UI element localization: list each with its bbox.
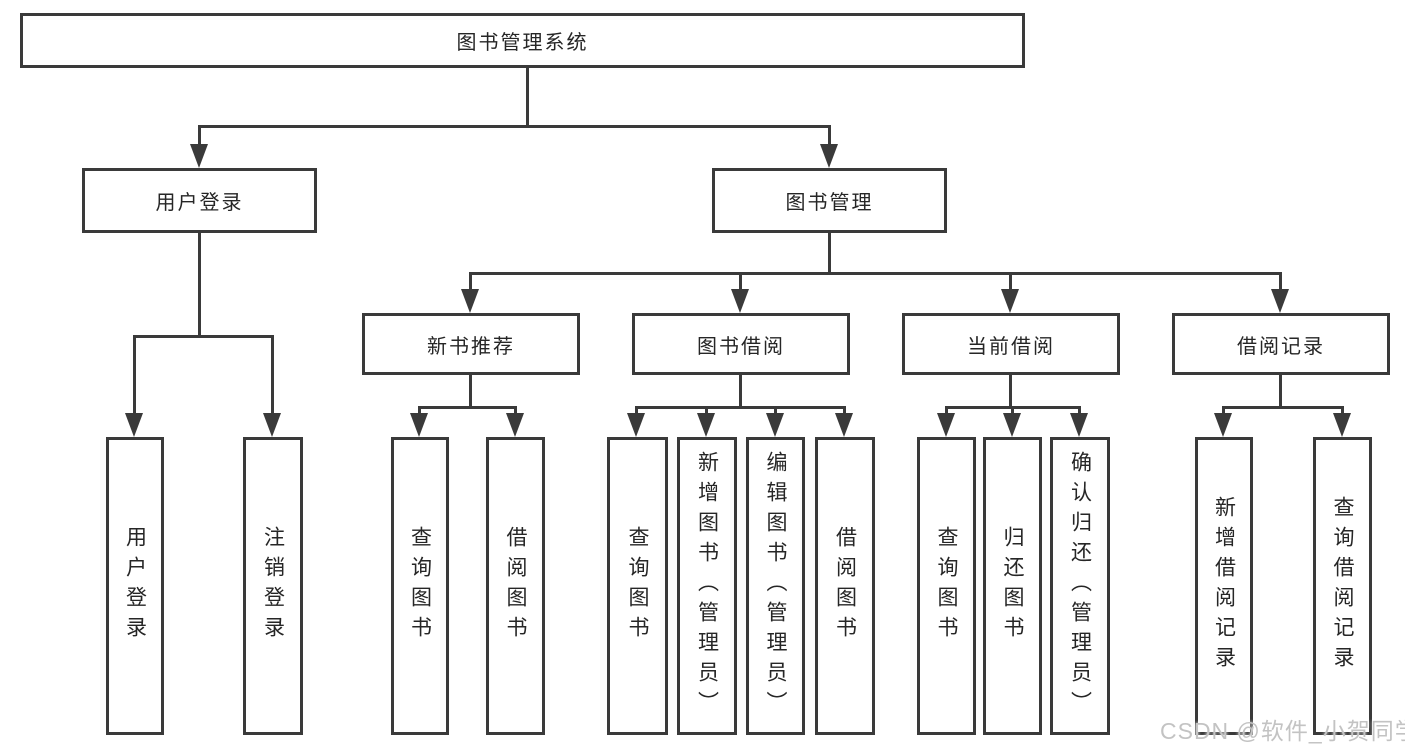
node-book-borrowing: 图书借阅 — [632, 313, 850, 375]
connector-records-rail — [1222, 406, 1343, 409]
leaf-currentborrow-confirm-return-admin: 确认归还（管理员） — [1050, 437, 1110, 735]
node-user-login-label: 用户登录 — [155, 192, 244, 214]
leaf-currentborrow-query-books: 查询图书 — [917, 437, 976, 735]
connector-user-login-stem — [198, 231, 201, 338]
node-borrowing-records-label: 借阅记录 — [1237, 335, 1325, 358]
connector-root-stem — [526, 66, 529, 128]
leaf-newbooks-query-books: 查询图书 — [391, 437, 449, 735]
arrow-to-book-borrowing — [731, 272, 749, 313]
arrow-to-newbooks-query — [410, 406, 428, 437]
leaf-bookborrow-borrow-books: 借阅图书 — [815, 437, 875, 735]
node-current-borrowing: 当前借阅 — [902, 313, 1120, 375]
arrow-root-to-user-login — [190, 125, 208, 168]
leaf-currentborrow-confirm-return-admin-label: 确认归还（管理员） — [1068, 451, 1092, 721]
connector-newbooks-stem — [469, 373, 472, 409]
arrow-to-bookborrow-borrow — [835, 406, 853, 437]
leaf-records-add-record-label: 新增借阅记录 — [1212, 496, 1236, 676]
arrow-to-bookborrow-add — [697, 406, 715, 437]
node-book-management-label: 图书管理 — [785, 192, 874, 214]
leaf-currentborrow-query-books-label: 查询图书 — [935, 526, 958, 646]
node-root: 图书管理系统 — [20, 13, 1025, 68]
leaf-bookborrow-query-books-label: 查询图书 — [626, 526, 649, 646]
arrow-to-currentborrow-query — [937, 406, 955, 437]
connector-newbooks-rail — [418, 406, 517, 409]
leaf-currentborrow-return-books: 归还图书 — [983, 437, 1042, 735]
arrow-to-bookborrow-query — [627, 406, 645, 437]
leaf-logout-label: 注销登录 — [261, 526, 285, 646]
leaf-newbooks-borrow-books-label: 借阅图书 — [504, 526, 527, 646]
leaf-records-query-record-label: 查询借阅记录 — [1331, 496, 1354, 676]
leaf-user-login: 用户登录 — [106, 437, 164, 735]
connector-records-stem — [1279, 373, 1282, 409]
csdn-watermark: CSDN @软件_小贺同学 — [1160, 718, 1405, 744]
leaf-bookborrow-borrow-books-label: 借阅图书 — [833, 526, 857, 646]
arrow-to-newbooks-borrow — [506, 406, 524, 437]
leaf-records-query-record: 查询借阅记录 — [1313, 437, 1372, 735]
leaf-logout: 注销登录 — [243, 437, 303, 735]
node-book-borrowing-label: 图书借阅 — [697, 335, 785, 358]
leaf-bookborrow-query-books: 查询图书 — [607, 437, 668, 735]
node-borrowing-records: 借阅记录 — [1172, 313, 1390, 375]
leaf-bookborrow-edit-books-admin-label: 编辑图书（管理员） — [764, 451, 787, 721]
leaf-newbooks-borrow-books: 借阅图书 — [486, 437, 545, 735]
arrow-to-records-add — [1214, 406, 1232, 437]
connector-bookborrow-rail — [635, 406, 845, 409]
leaf-currentborrow-return-books-label: 归还图书 — [1001, 526, 1024, 646]
leaf-newbooks-query-books-label: 查询图书 — [408, 526, 432, 646]
leaf-user-login-label: 用户登录 — [123, 526, 147, 646]
node-root-label: 图书管理系统 — [456, 32, 589, 54]
connector-book-management-rail — [469, 272, 1282, 275]
arrow-to-leaf-logout — [263, 335, 281, 437]
connector-bookborrow-stem — [739, 373, 742, 409]
arrow-to-bookborrow-edit — [766, 406, 784, 437]
leaf-records-add-record: 新增借阅记录 — [1195, 437, 1253, 735]
arrow-to-leaf-user-login — [125, 335, 143, 437]
connector-user-login-rail — [133, 335, 274, 338]
arrow-to-borrowing-records — [1271, 272, 1289, 313]
node-new-book-recommend-label: 新书推荐 — [427, 335, 515, 358]
node-current-borrowing-label: 当前借阅 — [967, 335, 1055, 358]
leaf-bookborrow-add-books-admin-label: 新增图书（管理员） — [695, 451, 719, 721]
arrow-to-current-borrowing — [1001, 272, 1019, 313]
leaf-bookborrow-add-books-admin: 新增图书（管理员） — [677, 437, 737, 735]
arrow-to-new-book-recommend — [461, 272, 479, 313]
node-new-book-recommend: 新书推荐 — [362, 313, 580, 375]
connector-book-management-stem — [828, 231, 831, 275]
arrow-root-to-book-management — [820, 125, 838, 168]
leaf-bookborrow-edit-books-admin: 编辑图书（管理员） — [746, 437, 805, 735]
arrow-to-currentborrow-return — [1003, 406, 1021, 437]
connector-root-rail — [198, 125, 831, 128]
node-user-login: 用户登录 — [82, 168, 317, 233]
node-book-management: 图书管理 — [712, 168, 947, 233]
arrow-to-currentborrow-confirm — [1070, 406, 1088, 437]
connector-currentborrow-stem — [1009, 373, 1012, 409]
arrow-to-records-query — [1333, 406, 1351, 437]
